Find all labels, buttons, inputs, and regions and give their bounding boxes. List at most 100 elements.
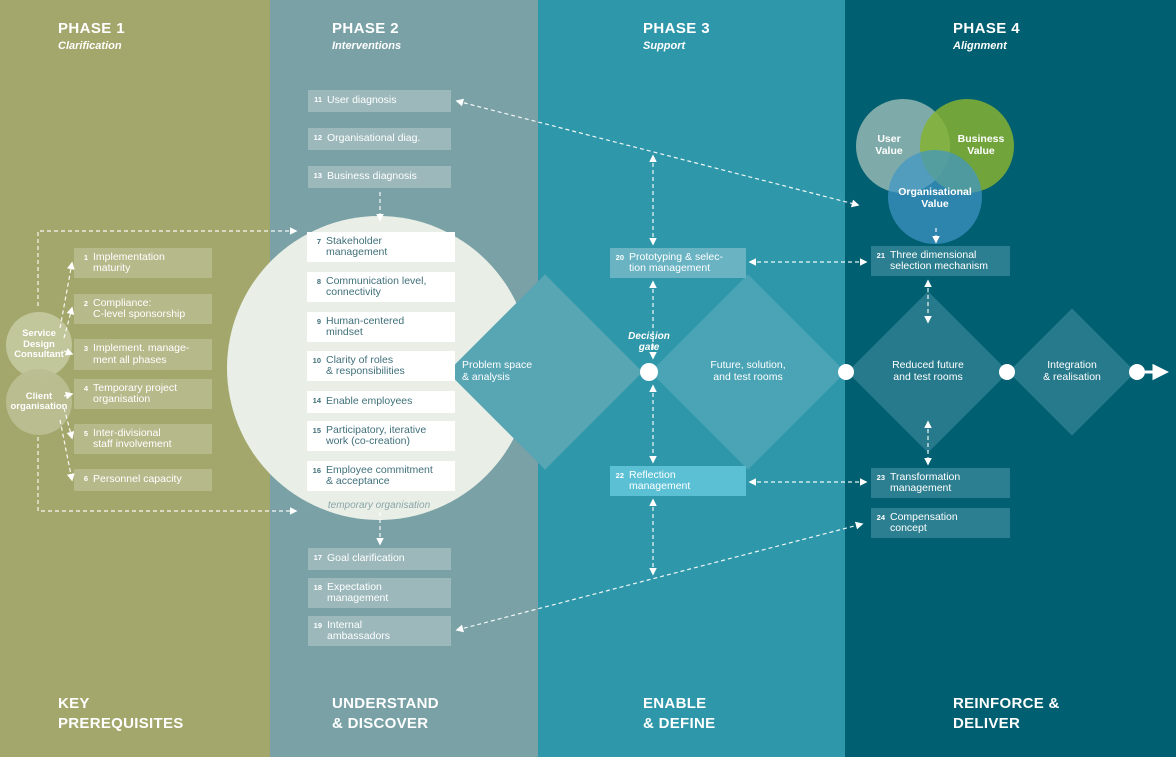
phase-3-header: PHASE 3 Support (643, 20, 710, 52)
actor-label-line: Service (22, 328, 56, 340)
box-number: 18 (313, 583, 322, 592)
diamond-label-line: and test rooms (893, 371, 963, 383)
box-clarity-of-roles: 10 Clarity of roles& responsibilities (307, 351, 455, 381)
footer-line: REINFORCE & (953, 695, 1060, 712)
box-label: Compliance:C-level sponsorship (93, 296, 186, 320)
box-label: Implement. manage-ment all phases (93, 342, 190, 366)
box-employee-commitment: 16 Employee commitment& acceptance (307, 461, 455, 491)
box-number: 10 (312, 356, 321, 365)
box-number: 4 (83, 384, 88, 393)
box-number: 21 (876, 251, 885, 260)
footer-line: & DISCOVER (332, 715, 429, 732)
box-label: Business diagnosis (327, 170, 417, 183)
box-label: Employee commitment& acceptance (326, 463, 433, 487)
diamond-label-line: Problem space (462, 359, 533, 371)
box-label: Goal clarification (327, 552, 405, 565)
box-label: Personnel capacity (93, 473, 182, 486)
footer-line: DELIVER (953, 715, 1021, 732)
actor-label-line: Consultant (14, 349, 64, 361)
footer-line: & DEFINE (643, 715, 716, 732)
footer-line: UNDERSTAND (332, 695, 439, 712)
box-label: Communication level,connectivity (326, 274, 427, 298)
phase-3-subtitle: Support (643, 40, 686, 52)
box-number: 1 (83, 253, 88, 262)
box-number: 11 (314, 95, 322, 104)
actor-label-line: organisation (10, 401, 68, 412)
box-implementation-management: 3 Implement. manage-ment all phases (74, 339, 212, 370)
diamond-label-line: & realisation (1043, 371, 1101, 383)
diamond-label-line: and test rooms (713, 371, 783, 383)
box-number: 3 (83, 344, 88, 353)
phase-4-header: PHASE 4 Alignment (953, 20, 1020, 52)
box-number: 8 (316, 277, 321, 286)
phase-4-subtitle: Alignment (953, 40, 1007, 52)
diamond-label-line: Integration (1047, 359, 1097, 371)
box-user-diagnosis: 11 User diagnosis (308, 90, 451, 112)
box-goal-clarification: 17 Goal clarification (308, 548, 451, 570)
future-solution-label: Future, solution, and test rooms (688, 359, 808, 383)
reduced-future-label: Reduced future and test rooms (868, 359, 988, 383)
box-number: 20 (615, 253, 624, 262)
phase-3-footer: ENABLE & DEFINE (643, 694, 715, 734)
footer-line: KEY (58, 695, 90, 712)
actor-label: Client organisation (10, 391, 68, 413)
box-number: 23 (876, 473, 885, 482)
footer-line: ENABLE (643, 695, 707, 712)
box-number: 16 (312, 466, 321, 475)
box-number: 17 (313, 553, 322, 562)
box-number: 19 (313, 621, 322, 630)
phase-4-footer: REINFORCE & DELIVER (953, 694, 1060, 734)
decision-gate-label: Decision gate (614, 331, 684, 353)
actor-label-line: Design (23, 338, 55, 350)
box-label: Clarity of roles& responsibilities (326, 353, 405, 377)
box-business-diagnosis: 13 Business diagnosis (308, 166, 451, 188)
phase-2-title: PHASE 2 (332, 20, 399, 37)
box-number: 2 (83, 299, 88, 308)
box-label: Enable employees (326, 395, 413, 408)
box-number: 14 (312, 396, 321, 405)
gate-label-line: gate (638, 342, 660, 353)
box-number: 24 (876, 513, 885, 522)
organisational-value-circle (888, 150, 982, 244)
gate-label-line: Decision (628, 331, 670, 342)
service-design-consultant-circle: Service Design Consultant (6, 312, 72, 378)
integration-label: Integration & realisation (1022, 359, 1122, 383)
box-number: 7 (316, 237, 321, 246)
box-personnel-capacity: 6 Personnel capacity (74, 469, 212, 491)
phase-2-subtitle: Interventions (332, 40, 402, 52)
box-prototyping-selection: 20 Prototyping & selec-tion management (610, 248, 746, 278)
diamond-label-line: Reduced future (892, 359, 964, 371)
actor-label: Service Design Consultant (14, 329, 64, 361)
phase-3-title: PHASE 3 (643, 20, 710, 37)
box-number: 9 (316, 317, 321, 326)
phase-1-title: PHASE 1 (58, 20, 125, 37)
diamond-label-line: Future, solution, (710, 359, 786, 371)
box-number: 12 (313, 133, 322, 142)
box-number: 5 (83, 429, 88, 438)
box-number: 6 (83, 474, 88, 483)
phase-2-footer: UNDERSTAND & DISCOVER (332, 694, 439, 734)
box-compliance-sponsorship: 2 Compliance:C-level sponsorship (74, 294, 212, 324)
